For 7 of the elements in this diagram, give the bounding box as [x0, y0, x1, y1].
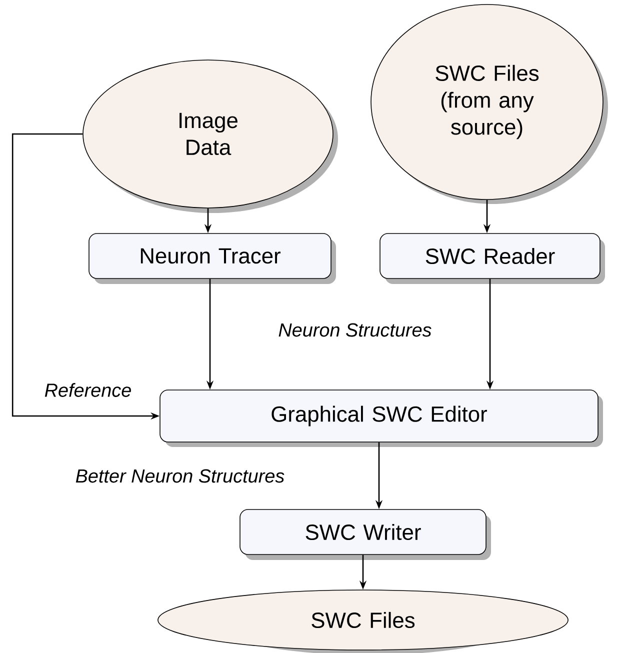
edge-label: Reference	[44, 383, 131, 397]
edge-label: Better Neuron Structures	[76, 469, 284, 483]
process-box: Graphical SWC Editor	[160, 390, 603, 447]
process-box: SWC Writer	[240, 509, 491, 560]
process-box: Neuron Tracer	[88, 233, 336, 284]
edge-label: Neuron Structures	[278, 323, 432, 337]
process-box: SWC Reader	[380, 233, 605, 284]
